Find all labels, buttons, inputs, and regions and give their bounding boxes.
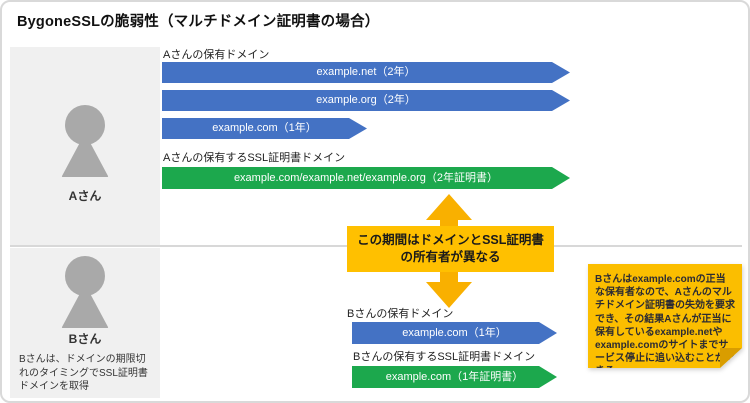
sticky-note-wrapper: Bさんはexample.comの正当な保有者なので、Aさんのマルチドメイン証明書…	[588, 264, 742, 368]
domain-bar-example-net: example.net（2年）	[162, 62, 570, 83]
person-icon	[61, 105, 109, 177]
person-icon	[61, 256, 109, 328]
domain-bar-label: example.com（1年）	[212, 122, 317, 134]
domain-bar-b-example-com: example.com（1年）	[352, 322, 557, 344]
domain-bar-example-org: example.org（2年）	[162, 90, 570, 111]
ssl-cert-bar-a: example.com/example.net/example.org（2年証明…	[162, 167, 570, 189]
sticky-note: Bさんはexample.comの正当な保有者なので、Aさんのマルチドメイン証明書…	[588, 264, 742, 368]
period-callout: この期間はドメインとSSL証明書 の所有者が異なる	[347, 226, 554, 272]
domain-bar-label: example.net（2年）	[316, 66, 416, 78]
person-b-note: Bさんは、ドメインの期限切れのタイミングでSSL証明書ドメインを取得	[19, 354, 148, 392]
folded-corner-icon	[720, 348, 742, 368]
a-ssl-label: Aさんの保有するSSL証明書ドメイン	[163, 152, 346, 164]
person-a-panel: Aさん	[10, 47, 160, 245]
domain-bar-label: example.org（2年）	[316, 94, 416, 106]
sticky-note-text: Bさんはexample.comの正当な保有者なので、Aさんのマルチドメイン証明書…	[595, 274, 735, 378]
ssl-cert-bar-label: example.com（1年証明書）	[385, 371, 524, 383]
b-domains-label: Bさんの保有ドメイン	[347, 308, 454, 320]
ssl-cert-bar-label: example.com/example.net/example.org（2年証明…	[233, 172, 499, 184]
domain-bar-example-com: example.com（1年）	[162, 118, 367, 139]
domain-bar-label: example.com（1年）	[402, 327, 507, 339]
person-a-name: Aさん	[68, 189, 102, 203]
callout-line-2: の所有者が異なる	[400, 250, 501, 264]
person-b-panel: Bさん Bさんは、ドメインの期限切れのタイミングでSSL証明書ドメインを取得	[10, 248, 160, 398]
b-ssl-label: Bさんの保有するSSL証明書ドメイン	[353, 351, 536, 363]
callout-line-1: この期間はドメインとSSL証明書	[357, 232, 544, 247]
person-b-name: Bさん	[68, 332, 102, 346]
ssl-cert-bar-b: example.com（1年証明書）	[352, 366, 557, 388]
a-domains-label: Aさんの保有ドメイン	[163, 49, 270, 61]
page-title: BygoneSSLの脆弱性（マルチドメイン証明書の場合）	[17, 14, 380, 30]
